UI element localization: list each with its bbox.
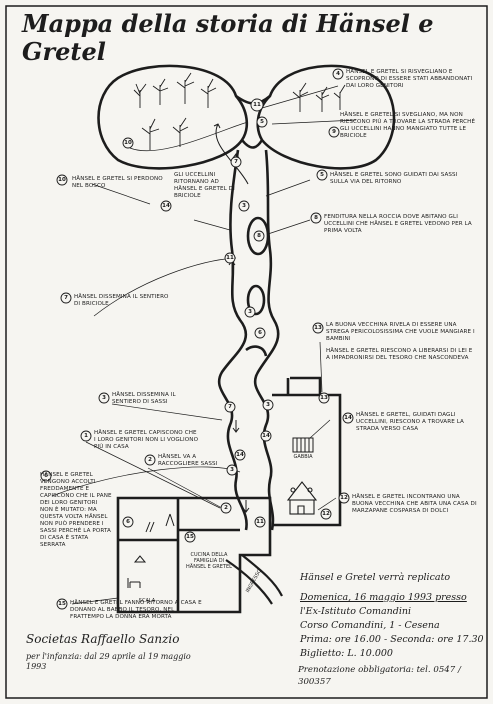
event-line-6: Biglietto: L. 10.000: [300, 648, 393, 659]
witch-house: [272, 376, 342, 527]
note-10: Hänsel e Gretel si perdono nel bosco: [72, 176, 163, 189]
note-12: Hänsel e Gretel incontrano una buona vec…: [352, 494, 477, 514]
house-furniture: [127, 513, 175, 588]
marker-number: 10: [58, 177, 66, 183]
marker-number: 11: [256, 519, 264, 525]
marker-number: 1: [84, 433, 88, 439]
gingerbread-house-drawing: [286, 481, 318, 515]
path-arrows: [213, 123, 250, 513]
stairs-label: Scala: [138, 598, 156, 604]
note-6: Hänsel e Gretel vengono accolti freddame…: [40, 472, 112, 548]
cage-drawing: [292, 437, 314, 453]
marker-number: 12: [340, 495, 348, 501]
marker-number: 3: [102, 395, 106, 401]
marker-number: 8: [314, 215, 318, 221]
trees: [133, 72, 346, 150]
sheet-border: [5, 5, 488, 699]
marker-number: 15: [186, 534, 194, 540]
marker-number: 2: [148, 457, 152, 463]
note-9: Hänsel e Gretel si svegliano, ma non rie…: [340, 112, 476, 139]
marker-number: 2: [224, 505, 228, 511]
marker-number: 6: [126, 519, 130, 525]
marker-number: 9: [332, 129, 336, 135]
connector-lines: [51, 85, 357, 605]
marker-number: 4: [336, 71, 340, 77]
marker-number: 6: [44, 473, 48, 479]
forest-clearing: [97, 64, 396, 170]
marker-number: 11: [226, 255, 234, 261]
marker-number: 15: [58, 601, 66, 607]
note-5: Hänsel e Gretel sono guidati dai sassi s…: [330, 172, 458, 185]
marker-number: 13: [314, 325, 322, 331]
event-line-4: Corso Comandini, 1 - Cesena: [300, 620, 440, 631]
event-line-1: Hänsel e Gretel verrà replicato: [300, 572, 451, 583]
marker-number: 11: [253, 102, 261, 108]
event-line-7: Prenotazione obbligatoria: tel. 0547 / 3…: [298, 665, 461, 687]
marker-number: 3: [266, 402, 270, 408]
event-line-3: l'Ex-Istituto Comandini: [300, 606, 412, 617]
note-4: Hänsel e Gretel si risvegliano e scopron…: [346, 69, 473, 89]
event-line-2: Domenica, 16 maggio 1993 presso: [300, 592, 467, 603]
forest-path: [218, 149, 280, 531]
note-14-birds: Gli uccellini ritornano ad Hänsel e Gret…: [174, 172, 235, 199]
note-13: La buona vecchina rivela di essere una s…: [326, 322, 475, 342]
number-markers: [40, 68, 354, 610]
note-3: Hänsel dissemina il sentiero di sassi: [112, 392, 176, 405]
company-signature: Societas Raffaello Sanzio: [26, 632, 180, 646]
marker-number: 13: [320, 395, 328, 401]
note-2: Hänsel va a raccogliere sassi: [158, 454, 218, 467]
marker-number: 5: [260, 119, 264, 125]
marker-number: 7: [64, 295, 68, 301]
marker-number: 12: [322, 511, 330, 517]
marker-number: 3: [248, 309, 252, 315]
performance-dates: per l'infanzia: dal 29 aprile al 19 magg…: [26, 652, 191, 671]
cage-label: Gabbia: [293, 454, 313, 460]
marker-number: 3: [230, 467, 234, 473]
marker-number: 5: [320, 172, 324, 178]
note-14: Hänsel e Gretel, guidati dagli uccellini…: [356, 412, 464, 432]
marker-number: 7: [228, 404, 232, 410]
marker-number: 14: [262, 433, 270, 439]
marker-number: 8: [257, 233, 261, 239]
marker-number: 7: [234, 159, 238, 165]
kitchen-label: Cucina della famiglia di Hänsel e Gretel: [186, 552, 232, 570]
marker-number: 14: [162, 203, 170, 209]
note-1: Hänsel e Gretel capiscono che i loro gen…: [94, 430, 199, 450]
family-house: [116, 496, 272, 614]
event-line-5: Prima: ore 16.00 - Seconda: ore 17.30: [300, 634, 484, 645]
marker-number: 14: [236, 452, 244, 458]
marker-number: 10: [124, 140, 132, 146]
entrance-corridor: [225, 554, 283, 605]
note-7: Hänsel dissemina il sentiero di briciole: [74, 294, 169, 307]
note-15: Hänsel e Gretel fanno ritorno a casa e d…: [70, 600, 202, 620]
marker-number: 6: [258, 330, 262, 336]
note-8: Fenditura nella roccia dove abitano gli …: [324, 214, 472, 234]
note-13b: Hänsel e Gretel riescono a liberarsi di …: [326, 348, 473, 361]
marker-number: 3: [242, 203, 246, 209]
page-title: Mappa della storia di Hänsel e Gretel: [22, 9, 434, 66]
marker-number: 14: [344, 415, 352, 421]
